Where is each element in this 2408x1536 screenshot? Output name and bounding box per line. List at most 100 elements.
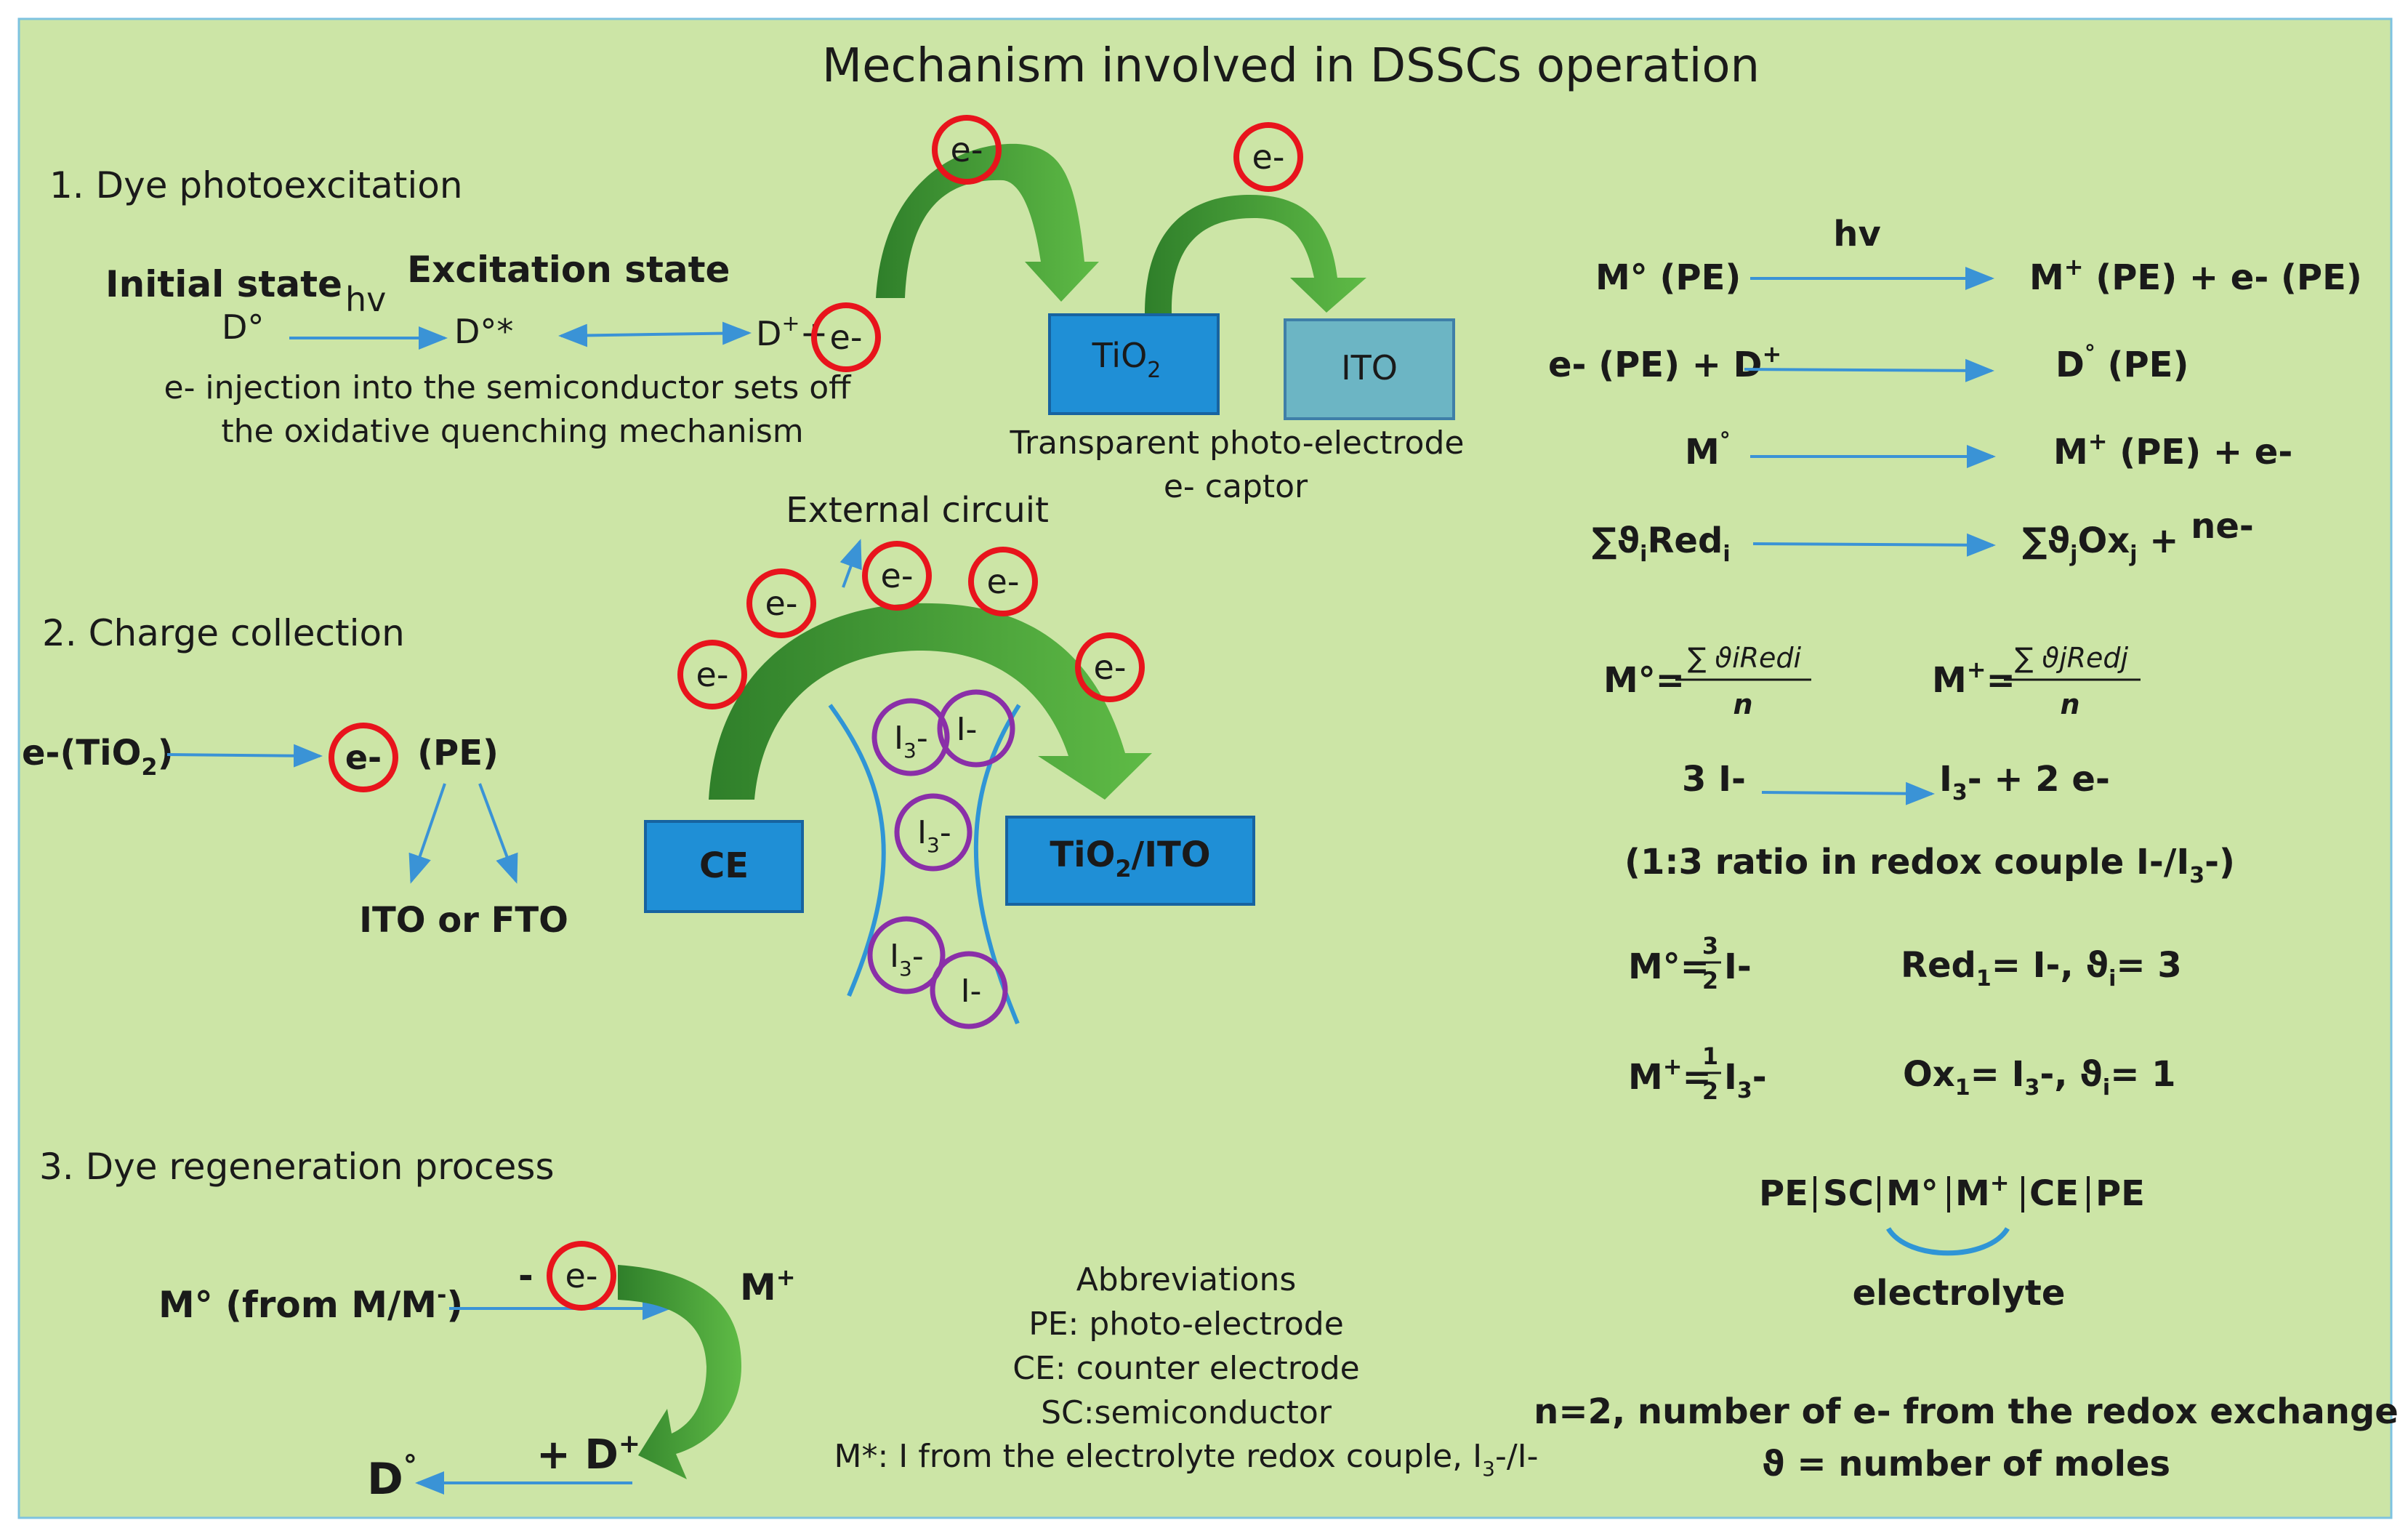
split-arrow-right [478,783,518,884]
svg-text:e-: e- [951,130,983,169]
hv-label-1: hv [345,280,386,319]
d0-excited-state: D°* [454,312,513,351]
electron-regeneration: e- [547,1241,616,1311]
svg-text:M°=: M°= [1628,946,1710,987]
excitation-state-label: Excitation state [407,249,730,291]
red1-definition: Red1= I-, ϑi= 3 [1901,945,2182,992]
tio2-ito-label: TiO2/ITO [1050,835,1210,882]
electron-collected: e- [329,723,398,792]
svg-text:I3-: I3- [890,938,924,981]
eq5-arrow [1761,781,1935,805]
charge-source: e-(TiO2) [22,733,174,781]
electron-arc-3: e- [862,541,932,611]
eq4-arrow [1752,533,1996,557]
eq1-right: M+ (PE) + e- (PE) [2029,253,2362,298]
svg-text:I3-: I3- [917,814,951,857]
eq3-left: M° [1685,428,1731,473]
cell-notation: PE SC M° M+ CE PE [1759,1169,2145,1214]
oxidized-dye: D++ [756,311,828,353]
svg-text:M+=: M+= [1628,1053,1712,1098]
tio2-ito-box [1005,816,1255,906]
mediator-oxidized-ratio: M+= 1 2 I3- [1628,1042,1767,1105]
svg-text:I-: I- [957,711,978,748]
green-circuit-arc [709,603,1152,800]
svg-text:e-: e- [881,556,914,595]
svg-text:1: 1 [1702,1042,1718,1070]
eq1-left: M° (PE) [1595,257,1741,298]
electron-dash: - [518,1255,533,1297]
regenerated-dye: D° [367,1449,417,1505]
eq2-arrow [1744,358,1994,382]
svg-text:M+=: M+= [1932,656,2016,701]
abbrev-m-star: M*: I from the electrolyte redox couple,… [834,1438,1538,1481]
svg-text:e-: e- [1252,137,1285,177]
mediator-oxidized: M+ [740,1263,796,1308]
electron-injected: e- [811,302,881,372]
ito-electrode-box [1284,318,1455,420]
photoelectrode-caption-line2: e- captor [1164,468,1308,505]
svg-text:e-: e- [565,1256,598,1295]
section2-heading: 2. Charge collection [42,612,405,654]
svg-text:e-: e- [830,318,863,357]
electrolyte-label: electrolyte [1853,1273,2066,1314]
ox1-definition: Ox1= I3-, ϑi= 1 [1903,1054,2176,1101]
photoelectrode-caption-line1: Transparent photo-electrode [1010,425,1465,462]
electrolyte-boundary-left [828,704,886,997]
injection-note-line1: e- injection into the semiconductor sets… [164,369,853,406]
external-circuit-pointer [839,539,862,588]
redox-ratio-note: (1:3 ratio in redox couple I-/I3-) [1624,842,2235,888]
plus-oxidized-dye: + D+ [536,1429,640,1479]
svg-text:∑ ϑiRedi: ∑ ϑiRedi [1688,642,1802,674]
eq3-right: M+ (PE) + e- [2053,427,2292,473]
svg-text:e-: e- [765,584,798,623]
svg-text:M+: M+ [1955,1169,2010,1214]
ito-or-fto-label: ITO or FTO [359,900,568,941]
tio2-label: TiO2 [1092,336,1161,383]
svg-text:PE: PE [1759,1173,1808,1214]
diagram-background [17,17,2393,1519]
ce-label: CE [699,845,749,886]
svg-text:n: n [2060,688,2079,720]
svg-text:PE: PE [2095,1173,2145,1214]
green-regeneration-arrow [618,1265,741,1479]
mediator-ground-fraction: M°= ∑ ϑiRedi n [1603,642,1811,720]
svg-text:2: 2 [1702,967,1718,994]
electron-arc-1: e- [677,640,747,709]
injection-note-line2: the oxidative quenching mechanism [221,413,803,450]
svg-text:e-: e- [987,562,1020,601]
iodide-ion-1: I- [937,689,1015,768]
svg-text:∑ ϑjRedj: ∑ ϑjRedj [2015,642,2129,674]
svg-text:I3-: I3- [1724,1057,1767,1103]
eq4-left: ∑ϑiRedi [1592,520,1731,567]
svg-text:M°: M° [1886,1173,1938,1214]
svg-text:n: n [1733,688,1752,720]
mediator-ground-state: M° (from M/M-) [158,1281,463,1326]
triiodide-ion-3: I3- [867,916,946,994]
svg-text:CE: CE [2029,1173,2079,1214]
abbreviations-heading: Abbreviations [1076,1261,1297,1298]
green-arrow-to-tio2 [876,143,1099,302]
eq2-right: D° (PE) [2055,341,2188,385]
collection-arrow [166,744,323,768]
section3-heading: 3. Dye regeneration process [39,1146,555,1188]
electron-arc-2: e- [746,568,816,638]
initial-state-label: Initial state [105,263,342,305]
note-n-electrons: n=2, number of e- from the redox exchang… [1534,1391,2399,1432]
pe-label: (PE) [417,733,499,773]
svg-text:3: 3 [1702,932,1718,960]
abbrev-sc: SC:semiconductor [1041,1394,1332,1431]
electron-top-2: e- [1233,122,1303,192]
electrolyte-brace [1886,1226,2010,1256]
svg-text:I3-: I3- [894,720,928,763]
equilibrium-arrow [558,321,752,347]
triiodide-ion-2: I3- [894,793,973,872]
svg-text:M°=: M°= [1603,660,1685,701]
mediator-ground-ratio: M°= 3 2 I- [1628,932,1752,994]
electron-top-1: e- [932,115,1002,185]
svg-text:2: 2 [1702,1077,1718,1105]
d0-ground-state: D° [222,307,264,347]
electron-arc-4: e- [968,547,1038,616]
iodide-ion-2: I- [930,951,1008,1029]
